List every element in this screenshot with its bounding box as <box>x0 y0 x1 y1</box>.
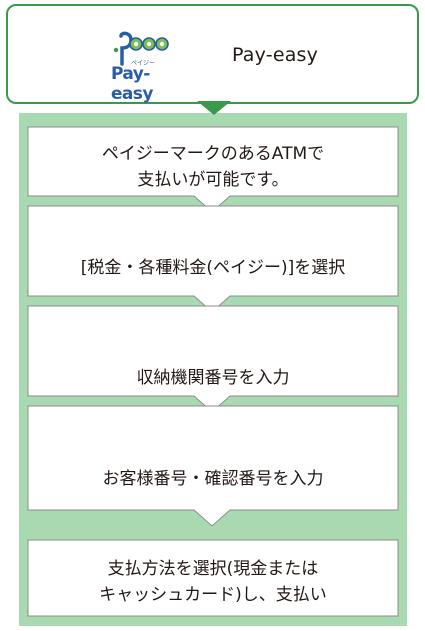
step-box-1 <box>27 126 399 213</box>
step-5-text: 支払方法を選択(現金または キャッシュカード)し、支払い <box>28 556 398 608</box>
pay-easy-logo-mark <box>113 31 169 66</box>
step-3-text: 収納機関番号を入力 <box>28 365 398 391</box>
header-pointer <box>197 101 231 115</box>
step-4-text: お客様番号・確認番号を入力 <box>28 466 398 492</box>
step-3-line-1: 収納機関番号を入力 <box>136 368 290 388</box>
pay-easy-logo: ペイジー Pay-easy <box>109 30 185 104</box>
payment-method-header: ペイジー Pay-easy Pay-easy <box>6 4 419 104</box>
header-title: Pay-easy <box>232 44 319 66</box>
step-5-line-1: 支払方法を選択(現金または <box>107 559 319 579</box>
step-1-line-2: 支払いが可能です。 <box>137 170 289 190</box>
step-2-text: [税金・各種料金(ペイジー)]を選択 <box>28 255 398 281</box>
step-box-2 <box>27 205 399 313</box>
step-box-3 <box>27 305 399 413</box>
logo-wordmark: Pay-easy <box>111 64 153 104</box>
step-1-line-1: ペイジーマークのあるATMで <box>101 144 325 164</box>
step-1-text: ペイジーマークのあるATMで 支払いが可能です。 <box>28 141 398 193</box>
step-box-5 <box>27 539 399 617</box>
step-2-line-1: [税金・各種料金(ペイジー)]を選択 <box>80 258 346 278</box>
step-4-line-1: お客様番号・確認番号を入力 <box>102 469 324 489</box>
logo-kana: ペイジー <box>131 60 156 67</box>
step-5-line-2: キャッシュカード)し、支払い <box>99 585 327 605</box>
step-box-4 <box>27 405 399 527</box>
